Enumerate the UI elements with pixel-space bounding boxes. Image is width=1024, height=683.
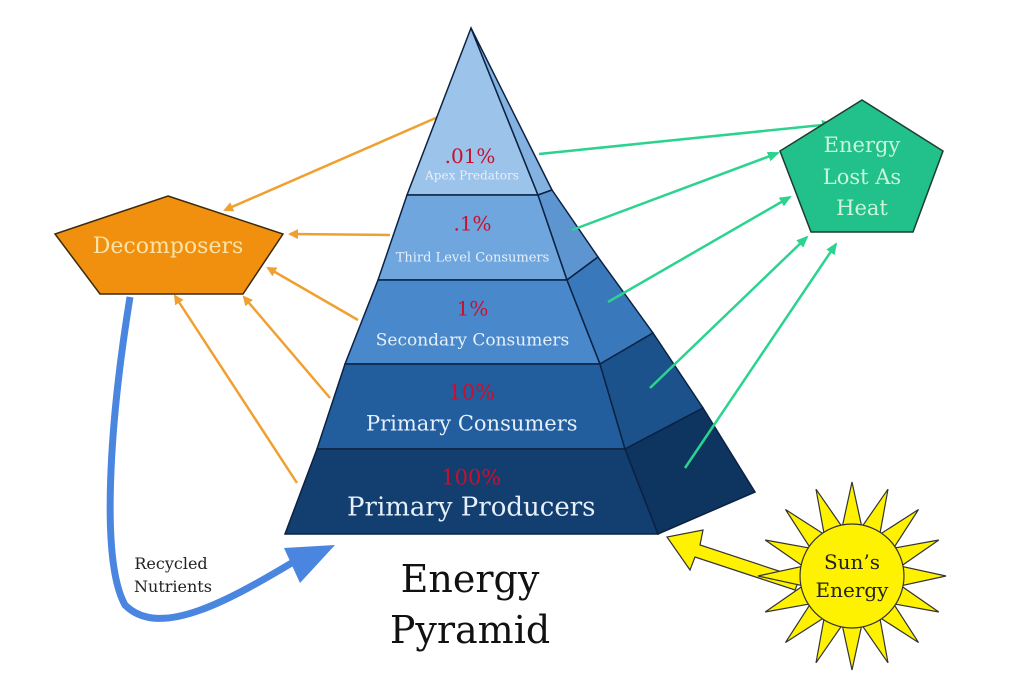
- level-name: Primary Producers: [347, 492, 595, 522]
- arrow-third-to-decomposers: [288, 229, 391, 240]
- arrow-secondary-to-heat: [607, 195, 792, 304]
- recycled-arrowhead: [284, 545, 335, 583]
- arrow-producers-to-decomposers: [173, 294, 299, 484]
- sun-disc: [799, 523, 905, 629]
- recycled-label-line1: Recycled: [134, 554, 207, 573]
- arrow-secondary-to-decomposers: [266, 266, 359, 322]
- decomposer-arrows: [173, 115, 439, 484]
- decomposers-label: Decomposers: [93, 234, 244, 259]
- decomposers-pentagon: [53, 195, 285, 295]
- level-name: Third Level Consumers: [396, 250, 550, 265]
- level-percent: .01%: [445, 144, 496, 168]
- level-name: Secondary Consumers: [376, 331, 569, 351]
- heat-label-line2: Lost As: [823, 165, 901, 189]
- level-percent: 1%: [457, 296, 489, 320]
- pyramid-level-front: [376, 194, 569, 281]
- decomposers-node: Decomposers: [53, 195, 285, 295]
- sun-node: Sun’s Energy: [665, 481, 947, 671]
- pyramid-level-front: [315, 363, 627, 450]
- arrow-primary-consumers-to-heat: [649, 235, 809, 389]
- arrow-apex-to-decomposers: [223, 115, 439, 212]
- level-percent: 100%: [441, 466, 501, 490]
- heat-node: Energy Lost As Heat: [779, 99, 944, 233]
- recycled-nutrients-arrow: Recycled Nutrients: [106, 296, 335, 622]
- level-percent: 10%: [448, 381, 495, 405]
- level-name: Primary Consumers: [366, 411, 578, 435]
- title-line2: Pyramid: [390, 608, 550, 652]
- recycled-label-line2: Nutrients: [134, 577, 212, 596]
- arrow-apex-to-heat: [538, 120, 834, 156]
- heat-arrows: [538, 120, 838, 469]
- pyramid-level-front: [343, 279, 602, 365]
- recycled-arrow-path: [106, 296, 302, 622]
- pyramid-level-side: [624, 407, 757, 535]
- sun-label-line1: Sun’s: [824, 550, 880, 574]
- arrow-primary-consumers-to-decomposers: [242, 295, 331, 399]
- diagram-title: Energy Pyramid: [390, 557, 550, 652]
- pyramid: .01%Apex Predators .1% Third Level Consume…: [283, 25, 757, 535]
- heat-label-line1: Energy: [824, 133, 901, 157]
- level-name: Apex Predators: [424, 169, 519, 183]
- arrow-producers-to-heat: [683, 242, 838, 469]
- heat-label-line3: Heat: [836, 196, 888, 220]
- level-percent: .1%: [453, 212, 491, 236]
- title-line1: Energy: [401, 557, 540, 601]
- arrow-third-to-heat: [571, 151, 780, 232]
- heat-pentagon: [779, 99, 944, 233]
- sun-label-line2: Energy: [816, 578, 890, 602]
